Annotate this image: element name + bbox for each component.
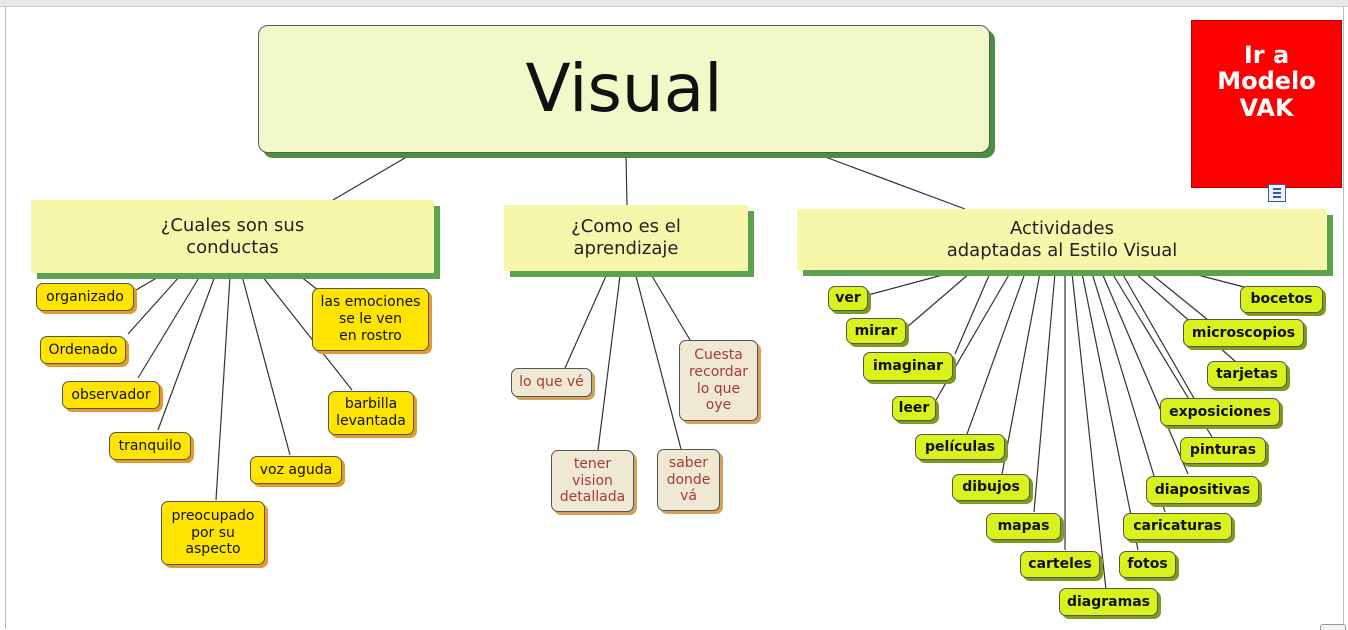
activity-label: carteles <box>1028 556 1092 573</box>
category-conductas: ¿Cuales son sus conductas <box>31 200 434 273</box>
category-label: adaptadas al Estilo Visual <box>946 239 1178 261</box>
activity-label: diapositivas <box>1154 481 1251 498</box>
concept-label: voz aguda <box>259 461 333 478</box>
category-actividades: Actividades adaptadas al Estilo Visual <box>797 209 1327 270</box>
activity-imaginar: imaginar <box>863 352 953 381</box>
category-label: conductas <box>186 236 279 258</box>
activity-pinturas: pinturas <box>1180 437 1266 464</box>
activity-caricaturas: caricaturas <box>1123 513 1232 540</box>
activity-dibujos: dibujos <box>952 474 1030 501</box>
activity-label: bocetos <box>1250 291 1313 308</box>
link-button-line: VAK <box>1239 93 1294 122</box>
link-button-line: Modelo <box>1217 67 1316 96</box>
activity-label: imaginar <box>873 358 943 375</box>
concept-tranquilo: tranquilo <box>109 432 191 460</box>
activity-peliculas: películas <box>915 434 1005 460</box>
activity-bocetos: bocetos <box>1240 286 1323 313</box>
concept-label: observador <box>71 386 151 403</box>
activity-carteles: carteles <box>1020 551 1100 578</box>
concept-label: detallada <box>559 489 626 506</box>
activity-label: tarjetas <box>1216 366 1278 383</box>
concept-label: barbilla <box>344 396 398 413</box>
ir-a-modelo-vak-button[interactable]: Ir a Modelo VAK <box>1191 20 1342 188</box>
concept-label: Cuesta <box>694 346 743 363</box>
concept-label: las emociones <box>320 294 421 311</box>
activity-exposiciones: exposiciones <box>1160 398 1280 426</box>
link-button-line: Ir a <box>1243 41 1290 69</box>
concept-label: donde <box>666 471 711 488</box>
concept-label: vá <box>680 488 697 505</box>
activity-label: ver <box>835 290 861 307</box>
concept-organizado: organizado <box>36 283 134 311</box>
activity-label: leer <box>898 400 930 417</box>
root-title: Visual <box>525 50 723 128</box>
concept-lo-que-ve: lo que vé <box>511 368 592 397</box>
activity-microscopios: microscopios <box>1183 319 1304 347</box>
map-frame <box>5 6 1344 629</box>
category-aprendizaje: ¿Como es el aprendizaje <box>504 205 748 271</box>
concept-emociones: las emociones se le ven en rostro <box>312 288 429 351</box>
activity-mapas: mapas <box>986 513 1061 540</box>
concept-label: en rostro <box>339 327 402 344</box>
concept-label: preocupado <box>171 507 255 524</box>
category-label: ¿Cuales son sus <box>160 214 305 236</box>
activity-label: mirar <box>854 322 898 339</box>
concept-label: aspecto <box>185 541 241 558</box>
activity-ver: ver <box>828 286 868 311</box>
concept-label: organizado <box>46 288 124 305</box>
concept-observador: observador <box>62 381 160 409</box>
activity-label: fotos <box>1127 556 1168 573</box>
document-link-icon[interactable] <box>1268 184 1286 202</box>
concept-cuesta-recordar: Cuesta recordar lo que oye <box>679 340 758 421</box>
category-label: aprendizaje <box>573 238 679 259</box>
concept-voz-aguda: voz aguda <box>250 456 342 484</box>
concept-label: saber <box>668 454 709 471</box>
activity-label: mapas <box>997 518 1050 535</box>
category-label: ¿Como es el <box>571 216 681 238</box>
concept-label: vision <box>572 472 613 489</box>
category-label: Actividades <box>1010 217 1114 239</box>
activity-diagramas: diagramas <box>1059 588 1158 616</box>
concept-label: levantada <box>336 413 406 429</box>
concept-label: se le ven <box>338 311 403 328</box>
concept-label: lo que <box>696 380 741 397</box>
concept-barbilla: barbilla levantada <box>328 391 414 435</box>
activity-label: exposiciones <box>1169 403 1271 420</box>
concept-label: Ordenado <box>48 341 118 358</box>
concept-label: tener <box>573 455 612 472</box>
concept-label: recordar <box>688 363 749 380</box>
activity-label: pinturas <box>1189 442 1257 459</box>
activity-label: microscopios <box>1191 324 1296 341</box>
activity-mirar: mirar <box>846 318 906 344</box>
concept-saber-donde: saber donde vá <box>657 449 720 511</box>
activity-diapositivas: diapositivas <box>1146 476 1259 504</box>
concept-preocupado: preocupado por su aspecto <box>161 501 265 565</box>
concept-ordenado: Ordenado <box>40 336 126 364</box>
activity-leer: leer <box>892 396 936 421</box>
activity-label: películas <box>925 438 995 455</box>
browser-bar-strip <box>0 0 1348 7</box>
concept-label: por su <box>191 524 235 541</box>
activity-tarjetas: tarjetas <box>1207 361 1287 388</box>
scroll-corner <box>1320 624 1346 630</box>
activity-fotos: fotos <box>1119 551 1176 578</box>
concept-tener-vision: tener vision detallada <box>551 450 634 512</box>
concept-label: tranquilo <box>118 437 182 454</box>
concept-label: oye <box>705 397 732 414</box>
activity-label: diagramas <box>1066 593 1150 610</box>
activity-label: caricaturas <box>1133 518 1222 535</box>
concept-label: lo que vé <box>519 374 584 391</box>
root-node-visual: Visual <box>258 25 990 153</box>
activity-label: dibujos <box>962 479 1020 496</box>
